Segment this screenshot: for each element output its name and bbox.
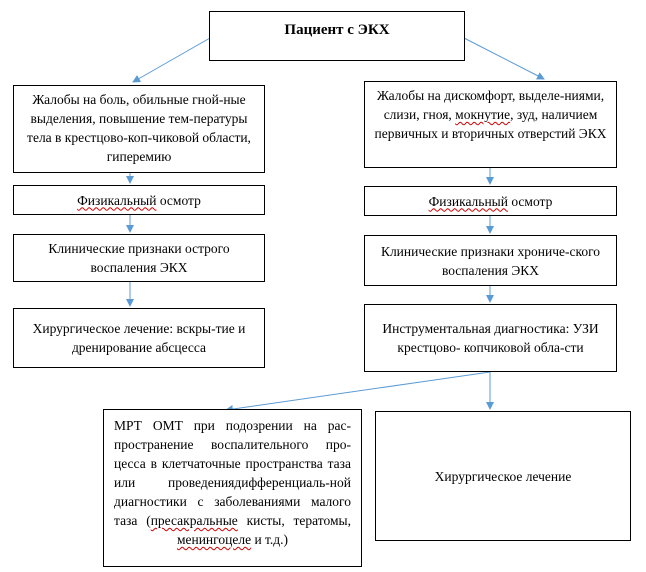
right-exam-rest: осмотр [507, 193, 553, 209]
mri-part-d: менингоцеле [176, 532, 252, 547]
left-clinical-signs-text: Клинические признаки острого воспаления … [48, 241, 230, 275]
mri-part-c: кисты, тератомы, [237, 513, 351, 528]
left-exam-word: Физикальный [77, 192, 157, 208]
right-complaints-part-b: мокнутие [455, 107, 511, 122]
right-complaints-box: Жалобы на дискомфорт, выделе-ниями, слиз… [364, 81, 617, 168]
mri-part-a: МРТ ОМТ при подозрении на рас-пространен… [114, 418, 351, 528]
right-physical-exam-text: Физикальный осмотр [429, 192, 553, 211]
mri-part-e: и т.д.) [251, 532, 289, 547]
right-instrumental-text: Инструментальная диагностика: УЗИ крестц… [382, 321, 599, 355]
left-physical-exam-text: Физикальный осмотр [77, 191, 201, 210]
left-physical-exam-box: Физикальный осмотр [13, 185, 265, 215]
right-complaints-part-c: , зуд, наличием первичных и вторичных от… [374, 107, 607, 141]
right-physical-exam-box: Физикальный осмотр [364, 186, 617, 216]
mri-part-b: пресакральные [150, 513, 238, 528]
right-exam-word: Физикальный [428, 193, 508, 209]
left-complaints-box: Жалобы на боль, обильные гной-ные выделе… [13, 85, 265, 173]
right-clinical-signs-text: Клинические признаки хрониче-ского воспа… [380, 243, 601, 278]
root-node-patient: Пациент с ЭКХ [209, 11, 465, 61]
right-complaints-text: Жалобы на дискомфорт, выделе-ниями, слиз… [365, 82, 616, 145]
right-clinical-signs-box: Клинические признаки хрониче-ского воспа… [364, 235, 617, 286]
mri-text: МРТ ОМТ при подозрении на рас-пространен… [104, 410, 361, 555]
left-clinical-signs-box: Клинические признаки острого воспаления … [13, 234, 265, 282]
arrow-root-to-left [132, 37, 211, 83]
mri-box: МРТ ОМТ при подозрении на рас-пространен… [103, 409, 362, 567]
left-treatment-text: Хирургическое лечение: вскры-тие и дрени… [32, 321, 246, 355]
left-complaints-text: Жалобы на боль, обильные гной-ные выделе… [27, 92, 251, 164]
right-instrumental-box: Инструментальная диагностика: УЗИ крестц… [364, 304, 617, 372]
arrow-instrumental-to-mri [225, 371, 491, 413]
root-node-label: Пациент с ЭКХ [284, 22, 390, 38]
right-complaints-part-a: Жалобы на дискомфорт, выделе-ниями, слиз… [376, 88, 605, 122]
right-surgery-box: Хирургическое лечение [375, 411, 631, 541]
right-surgery-text: Хирургическое лечение [434, 468, 572, 484]
left-treatment-box: Хирургическое лечение: вскры-тие и дрени… [13, 308, 265, 368]
arrow-root-to-right [463, 37, 545, 80]
left-exam-rest: осмотр [156, 192, 201, 208]
